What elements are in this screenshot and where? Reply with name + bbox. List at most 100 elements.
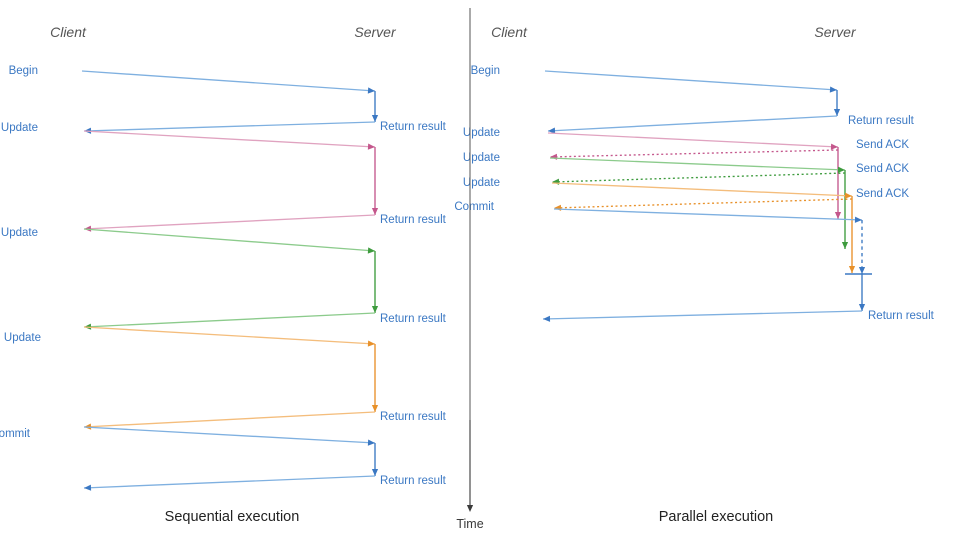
message-parallel-update-3-activation <box>848 196 856 273</box>
arrow-head-icon <box>371 115 379 122</box>
arrow-head-icon <box>858 267 866 274</box>
arrow-head-icon <box>550 153 558 160</box>
message-label-commit-return: Return result <box>380 475 447 487</box>
arrow-head-icon <box>830 143 838 150</box>
message-sequential-begin-return: Return result <box>83 121 447 134</box>
message-parallel-begin-return: Return result <box>547 115 915 134</box>
message-label-commit-request: Commit <box>0 428 31 440</box>
message-line <box>83 475 376 489</box>
arrow-head-icon <box>371 405 379 412</box>
time-arrow-icon <box>466 505 474 512</box>
message-line <box>81 70 376 92</box>
message-line <box>547 132 839 148</box>
arrow-head-icon <box>367 87 375 94</box>
time-axis-label: Time <box>456 517 483 531</box>
arrow-head-icon <box>844 192 852 199</box>
message-label-update-3-request: Update <box>463 177 500 189</box>
message-label-commit-request: Commit <box>454 201 494 213</box>
arrow-head-icon <box>837 166 845 173</box>
message-line <box>553 208 863 221</box>
arrow-head-icon <box>367 247 375 254</box>
actor-label-sequential-server: Server <box>354 24 397 40</box>
arrow-head-icon <box>552 178 560 185</box>
arrow-head-icon <box>367 439 375 446</box>
message-line <box>83 426 376 444</box>
message-parallel-commit-return: Return result <box>542 310 935 322</box>
arrow-head-icon <box>554 204 562 211</box>
message-label-update-1-ack: Send ACK <box>856 139 909 151</box>
message-line <box>553 198 853 209</box>
message-line <box>549 149 839 158</box>
message-label-begin-request: Begin <box>471 65 500 77</box>
message-label-update-2-request: Update <box>1 227 38 239</box>
arrow-head-icon <box>84 484 92 491</box>
arrow-head-icon <box>848 266 856 273</box>
message-sequential-update-2-activation <box>371 251 379 313</box>
message-label-update-1-return: Return result <box>380 214 447 226</box>
arrow-head-icon <box>367 340 375 347</box>
message-line <box>83 228 376 252</box>
arrow-head-icon <box>858 304 866 311</box>
message-label-begin-return: Return result <box>848 115 915 127</box>
actor-label-parallel-client: Client <box>491 24 528 40</box>
message-sequential-update-3-request: Update <box>4 326 376 347</box>
message-label-update-2-return: Return result <box>380 313 447 325</box>
message-parallel-commit-activation <box>858 274 866 311</box>
arrow-head-icon <box>371 208 379 215</box>
panel-caption-sequential: Sequential execution <box>165 509 300 525</box>
message-parallel-update-2-request: Update <box>463 152 846 173</box>
message-line <box>542 310 863 320</box>
message-line <box>83 130 376 148</box>
message-label-update-2-request: Update <box>463 152 500 164</box>
message-line <box>551 182 853 197</box>
arrow-head-icon <box>367 143 375 150</box>
arrow-head-icon <box>833 109 841 116</box>
message-parallel-commit-wait <box>858 220 866 274</box>
arrow-head-icon <box>371 469 379 476</box>
message-line <box>83 411 376 428</box>
message-sequential-update-2-return: Return result <box>83 312 447 330</box>
message-parallel-update-1-activation <box>834 147 842 219</box>
message-label-update-3-return: Return result <box>380 411 447 423</box>
message-parallel-update-3-request: Update <box>463 177 853 199</box>
message-sequential-begin-request: Begin <box>9 65 376 94</box>
message-line <box>544 70 838 91</box>
message-sequential-commit-return: Return result <box>83 475 447 491</box>
message-parallel-begin-activation <box>833 90 841 116</box>
message-line <box>83 326 376 345</box>
arrow-head-icon <box>543 315 551 322</box>
message-label-update-3-request: Update <box>4 332 41 344</box>
message-sequential-begin-activation <box>371 91 379 122</box>
message-sequential-commit-request: Commit <box>0 426 376 446</box>
message-sequential-update-1-activation <box>371 147 379 215</box>
panel-caption-parallel: Parallel execution <box>659 509 773 525</box>
message-parallel-update-2-activation <box>841 170 849 249</box>
message-label-update-3-ack: Send ACK <box>856 188 909 200</box>
message-sequential-update-1-return: Return result <box>83 214 447 232</box>
message-line <box>83 214 376 230</box>
message-parallel-update-1-request: Update <box>463 127 839 150</box>
chrome-layer: Time <box>456 8 484 531</box>
message-line <box>547 115 838 132</box>
message-parallel-update-3-ack: Send ACK <box>553 188 909 211</box>
arrow-head-icon <box>854 216 862 223</box>
message-sequential-commit-activation <box>371 443 379 476</box>
message-parallel-update-2-ack: Send ACK <box>551 163 909 185</box>
message-label-update-1-request: Update <box>1 122 38 134</box>
message-label-commit-return: Return result <box>868 310 935 322</box>
message-label-update-2-ack: Send ACK <box>856 163 909 175</box>
message-line <box>549 157 846 171</box>
message-label-update-1-request: Update <box>463 127 500 139</box>
arrow-head-icon <box>841 242 849 249</box>
message-sequential-update-1-request: Update <box>1 122 376 150</box>
message-label-begin-request: Begin <box>9 65 38 77</box>
message-parallel-commit-request: Commit <box>454 201 863 223</box>
arrow-head-icon <box>834 212 842 219</box>
message-sequential-update-2-request: Update <box>1 227 376 254</box>
message-line <box>83 121 376 132</box>
message-line <box>83 312 376 328</box>
